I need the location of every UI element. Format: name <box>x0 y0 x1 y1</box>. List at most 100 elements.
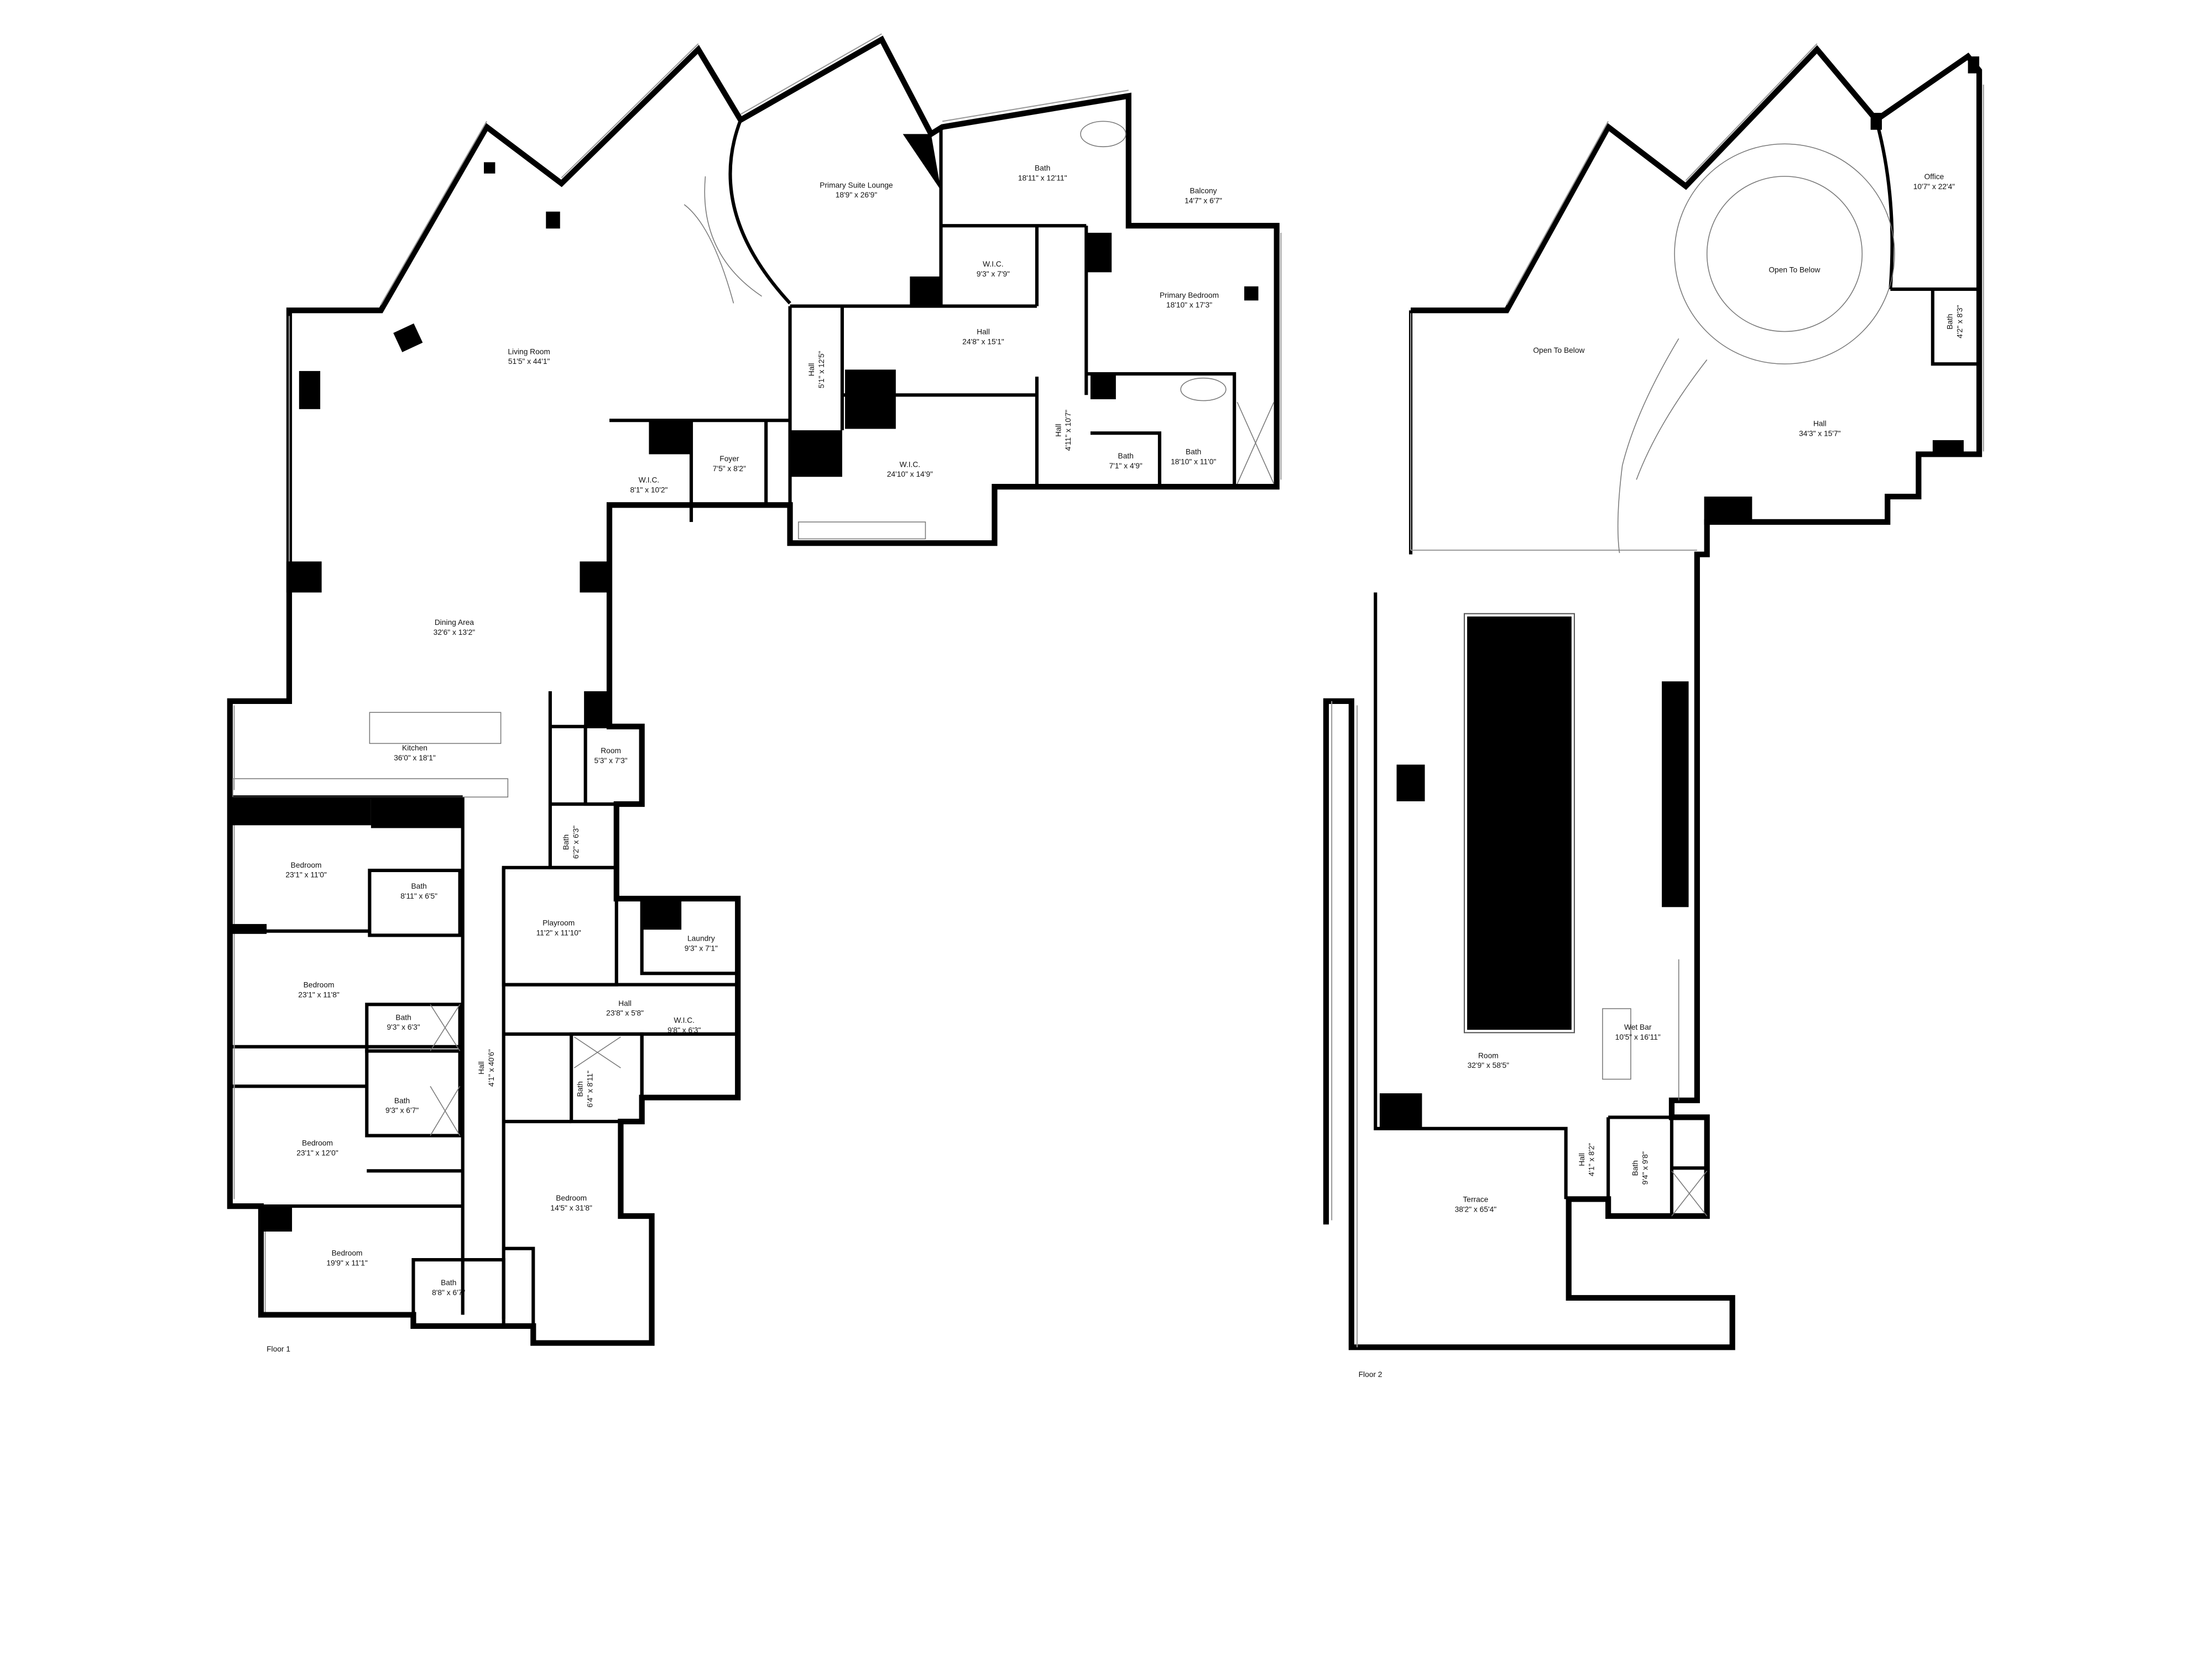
room-name: Office <box>1924 173 1944 181</box>
room-name: Kitchen <box>402 744 427 752</box>
room-name: Wet Bar <box>1624 1023 1652 1031</box>
room-name: Hall <box>1813 419 1827 427</box>
room-name: Bath <box>1118 452 1134 460</box>
room-name: W.I.C. <box>900 460 920 468</box>
fireplace-wall <box>1662 681 1689 907</box>
room-name: Balcony <box>1190 186 1217 195</box>
room-name: Bath <box>395 1013 411 1021</box>
room-name: Room <box>1478 1051 1499 1060</box>
room-name: Hall <box>977 328 990 336</box>
room-name: Laundry <box>687 935 715 943</box>
room-name: Bath <box>562 834 570 850</box>
floor-2-columns <box>1379 56 1980 1129</box>
room-dimensions: 9'3" x 7'1" <box>685 944 718 952</box>
room-name: Bedroom <box>556 1194 587 1202</box>
spiral-staircase <box>1674 143 1895 364</box>
room-label: W.I.C.8'1" x 10'2" <box>630 476 668 494</box>
room-dimensions: 18'10" x 11'0" <box>1171 457 1216 466</box>
kitchen-counter <box>232 778 509 798</box>
room-name: W.I.C. <box>983 260 1003 268</box>
room-name: Playroom <box>542 919 575 927</box>
room-dimensions: 32'6" x 13'2" <box>434 628 476 637</box>
room-dimensions: 24'10" x 14'9" <box>887 470 933 478</box>
room-dimensions: 32'9" x 58'5" <box>1468 1061 1510 1070</box>
room-dimensions: 5'1" x 12'5" <box>817 351 826 388</box>
room-dimensions: 34'3" x 15'7" <box>1799 429 1841 437</box>
room-name: Bath <box>1186 447 1201 456</box>
room-name: Hall <box>477 1061 486 1074</box>
room-name: Primary Bedroom <box>1160 291 1219 299</box>
room-name: Bath <box>576 1081 585 1097</box>
room-name: Hall <box>618 999 632 1008</box>
bathtub <box>1180 377 1227 401</box>
room-name: Room <box>601 747 621 755</box>
room-dimensions: 19'9" x 11'1" <box>326 1259 368 1267</box>
room-name: Bath <box>1631 1160 1640 1176</box>
room-name: Terrace <box>1463 1195 1488 1203</box>
floor-1-interior-walls <box>229 119 1237 1328</box>
room-dimensions: 23'1" x 12'0" <box>296 1149 338 1157</box>
room-dimensions: 7'1" x 4'9" <box>1109 462 1142 470</box>
room-label: Hall 34'3" x 15'7" <box>1799 419 1841 437</box>
room-name: Bedroom <box>291 861 322 869</box>
room-name: Bedroom <box>332 1249 363 1257</box>
room-dimensions: 38'2" x 65'4" <box>1455 1205 1497 1213</box>
room-name: Hall <box>807 363 816 377</box>
room-dimensions: 10'7" x 22'4" <box>1913 182 1955 191</box>
room-name: Living Room <box>508 347 550 356</box>
room-dimensions: 51'5" x 44'1" <box>508 357 550 366</box>
room-label: Bedroom 23'1" x 12'0" <box>296 1139 338 1157</box>
room-dimensions: 18'10" x 17'3" <box>1166 301 1212 309</box>
room-label: W.I.C.9'8" x 6'3" <box>667 1016 701 1034</box>
room-dimensions: 18'11" x 12'11" <box>1018 174 1067 182</box>
room-name: Bath <box>411 882 426 890</box>
room-name: Bath <box>1946 314 1954 329</box>
floor-2-interior-walls <box>1331 43 1984 1348</box>
room-name: Bath <box>1035 164 1050 173</box>
room-dimensions: 4'11" x 10'7" <box>1064 410 1072 451</box>
room-name: Bath <box>441 1279 456 1287</box>
room-dimensions: 24'8" x 15'1" <box>962 337 1004 346</box>
room-label: Terrace 38'2" x 65'4" <box>1455 1195 1497 1213</box>
open-to-below-outline <box>1617 338 1708 554</box>
room-dimensions: 23'1" x 11'8" <box>298 991 340 999</box>
room-dimensions: 8'1" x 10'2" <box>630 486 668 494</box>
room-label: Primary Bedroom 18'10" x 17'3" <box>1160 291 1219 309</box>
room-dimensions: 9'8" x 6'3" <box>667 1026 701 1034</box>
room-name: Bedroom <box>302 1139 333 1147</box>
room-name: Hall <box>1578 1153 1586 1166</box>
room-dimensions: 18'9" x 26'9" <box>836 191 878 199</box>
floor-1-label: Floor 1 <box>267 1345 290 1353</box>
pool <box>1467 616 1572 1030</box>
room-label: W.I.C. 24'10" x 14'9" <box>887 460 933 478</box>
room-dimensions: 14'7" x 6'7" <box>1185 196 1222 205</box>
room-dimensions: 4'2" x 8'3" <box>1955 305 1964 338</box>
floor-2-label: Floor 2 <box>1359 1370 1383 1379</box>
